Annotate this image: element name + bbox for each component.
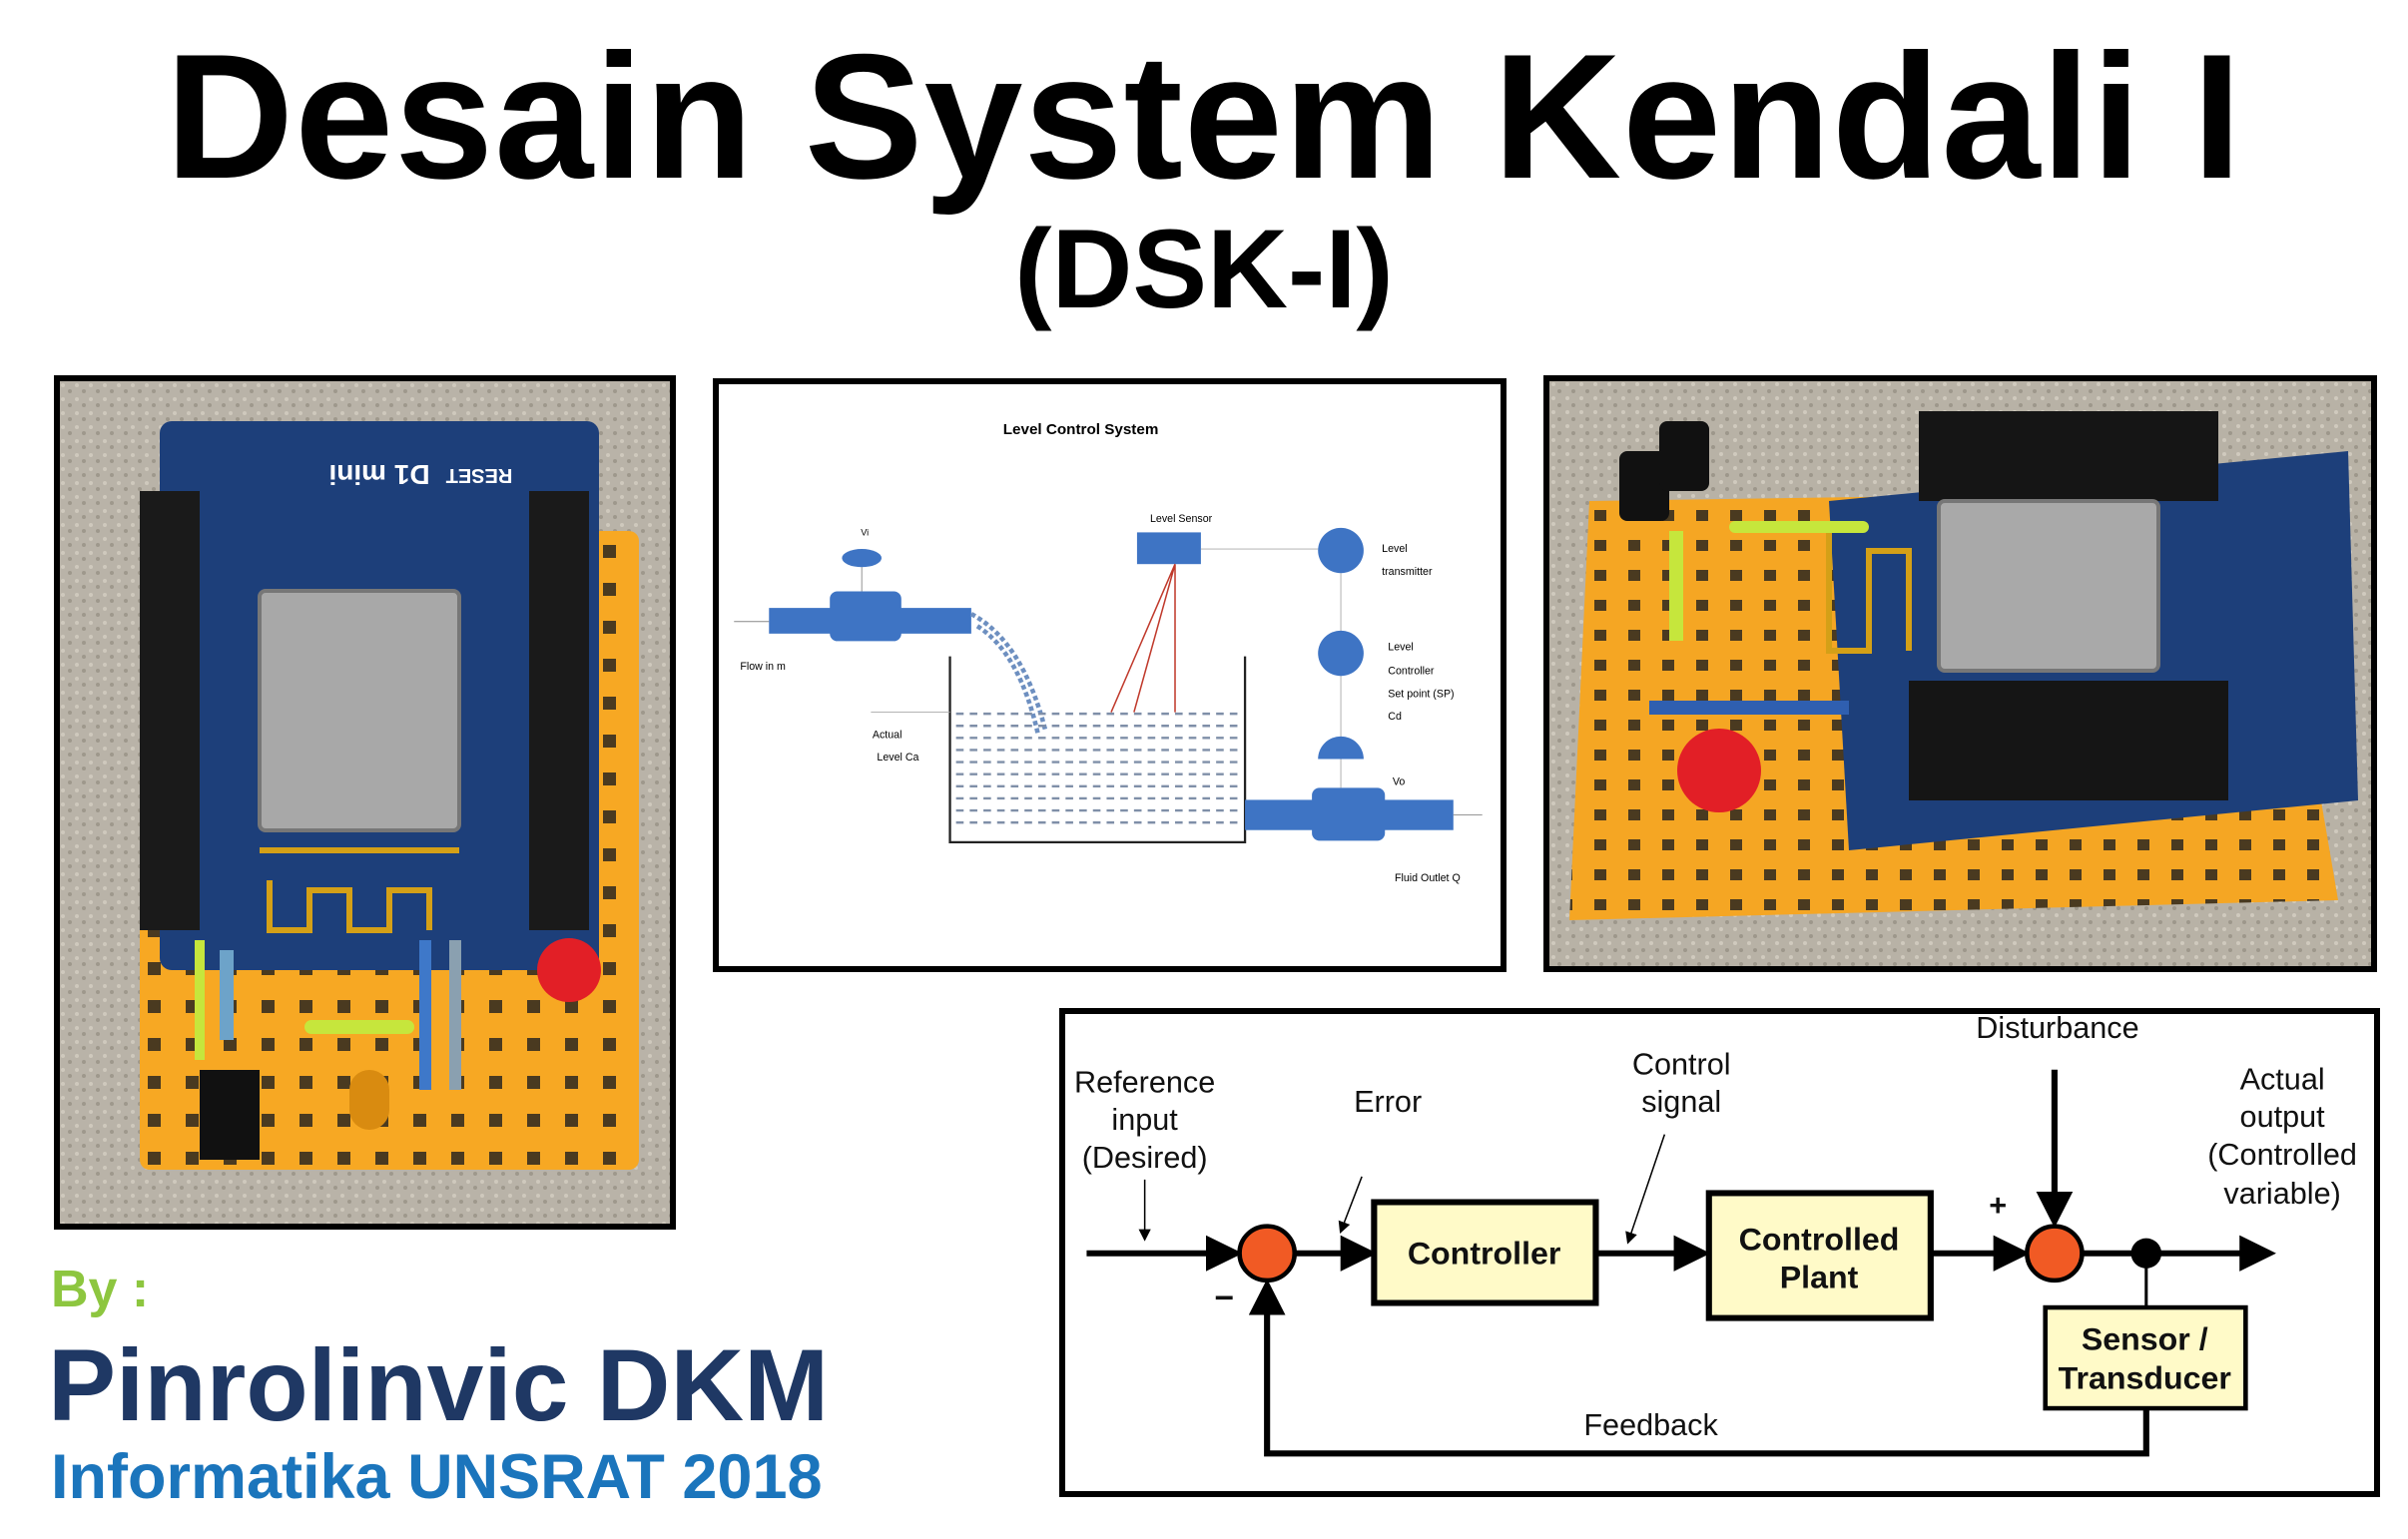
outlet-valve (1312, 787, 1386, 841)
reference-label-2: input (1111, 1103, 1178, 1137)
summing-junction-error (1237, 1224, 1298, 1283)
photo-breadboard-top: D1 mini RESET (54, 375, 676, 1230)
plus-sign: + (1989, 1189, 2007, 1223)
minus-sign: − (1214, 1281, 1234, 1317)
sensor-label-1: Sensor / (2082, 1320, 2208, 1356)
level-diagram-title: Level Control System (1003, 421, 1159, 438)
level-transmitter (1318, 527, 1364, 574)
reference-label-1: Reference (1074, 1066, 1215, 1100)
plant-label-2: Plant (1780, 1260, 1859, 1295)
affiliation: Informatika UNSRAT 2018 (51, 1442, 823, 1512)
controller-label-1: Level (1388, 642, 1413, 654)
sensor-label-2: Transducer (2059, 1360, 2231, 1396)
transmitter-label-1: Level (1382, 543, 1407, 555)
error-label: Error (1354, 1085, 1422, 1119)
board-label: D1 mini (328, 459, 429, 490)
wemos-d1-mini-breadboard-photo: D1 mini RESET (60, 381, 670, 1224)
plant-block (1705, 1190, 1934, 1321)
output-label-1: Actual (2240, 1063, 2325, 1097)
output-label-4: variable) (2223, 1177, 2340, 1211)
inlet-valve (830, 591, 902, 642)
output-label-3: (Controlled (2207, 1138, 2357, 1172)
level-sensor-label: Level Sensor (1150, 513, 1213, 525)
disturbance-label: Disturbance (1976, 1014, 2138, 1045)
level-sensor (1136, 532, 1201, 565)
reset-label: RESET (446, 464, 513, 486)
control-signal-label-2: signal (1641, 1085, 1721, 1119)
flow-in-label: Flow in m (740, 661, 786, 673)
controller-label-4: Cd (1388, 711, 1402, 723)
sensor-block (2043, 1304, 2248, 1411)
reference-label-3: (Desired) (1082, 1141, 1208, 1175)
wemos-d1-mini-breadboard-photo-angled (1549, 381, 2371, 966)
slide-title: Desain System Kendali I (165, 17, 2243, 216)
vo-label: Vo (1393, 775, 1406, 787)
water-level (955, 712, 1241, 824)
slide-subtitle: (DSK-I) (1014, 207, 1394, 331)
actual-level-label-1: Actual (873, 729, 903, 741)
summing-junction-disturbance (2025, 1224, 2085, 1283)
closed-loop-block-diagram: Reference input (Desired) Error Control … (1059, 1008, 2380, 1497)
inlet-valve-actuator (842, 549, 882, 568)
takeoff-point (2130, 1238, 2162, 1269)
tank (948, 656, 1247, 843)
transmitter-label-2: transmitter (1382, 566, 1433, 578)
vi-label: Vi (861, 527, 869, 537)
feedback-label: Feedback (1583, 1408, 1718, 1442)
controller-block-label: Controller (1408, 1236, 1561, 1272)
outlet-valve-actuator (1318, 736, 1364, 760)
level-control-diagram: Level Control System Vi Flow in m Actual… (713, 378, 1506, 972)
output-label-2: output (2240, 1100, 2326, 1134)
controller-label-2: Controller (1388, 666, 1435, 678)
controller-block (1371, 1199, 1599, 1306)
photo-breadboard-angled (1543, 375, 2377, 972)
fluid-outlet-label: Fluid Outlet Q (1395, 872, 1461, 884)
author-name: Pinrolinvic DKM (48, 1328, 830, 1442)
control-signal-label-1: Control (1632, 1048, 1731, 1082)
level-controller (1318, 630, 1364, 677)
controller-label-3: Set point (SP) (1388, 688, 1454, 700)
by-label: By : (51, 1261, 150, 1318)
actual-level-label-2: Level Ca (877, 752, 918, 764)
plant-label-1: Controlled (1739, 1222, 1900, 1258)
